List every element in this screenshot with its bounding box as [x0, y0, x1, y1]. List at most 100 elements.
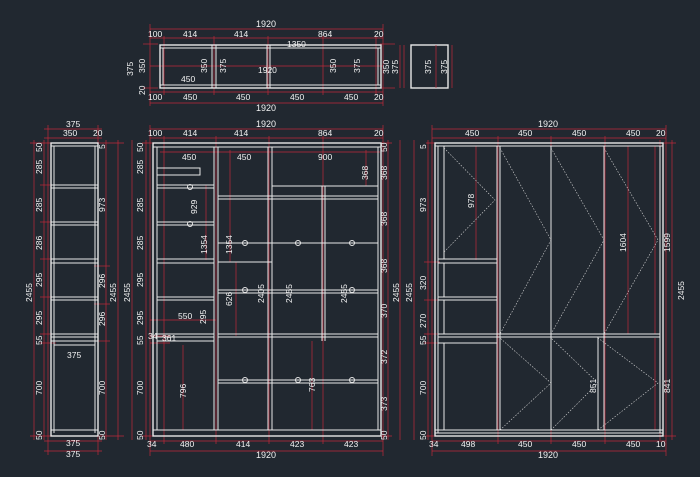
front-h763: 763 [307, 378, 317, 392]
side-l-285a: 285 [34, 160, 44, 174]
front-h929: 929 [189, 200, 199, 214]
side-l-55: 55 [34, 335, 44, 345]
side-r-973: 973 [97, 198, 107, 212]
side-top-350: 350 [63, 128, 77, 138]
side-mid-375: 375 [67, 350, 81, 360]
front-h2405: 2405 [256, 284, 266, 303]
front-l-55: 55 [135, 335, 145, 345]
top-right-375a: 375 [390, 60, 400, 74]
door-l-320: 320 [418, 276, 428, 290]
side-l-50b: 50 [34, 430, 44, 440]
front-w550: 550 [178, 311, 192, 321]
front-r-368b: 368 [379, 212, 389, 226]
front-l-285c: 285 [135, 236, 145, 250]
door-h1599: 1599 [662, 233, 672, 252]
door-total: 1920 [538, 119, 558, 129]
top-right-350: 350 [381, 60, 391, 74]
side-l-700: 700 [34, 381, 44, 395]
top-dim-100: 100 [148, 29, 162, 39]
front-b-423b: 423 [344, 439, 358, 449]
side-r-50: 50 [97, 430, 107, 440]
top-b-450d: 450 [344, 92, 358, 102]
front-l-285a: 285 [135, 160, 145, 174]
door-b-450b: 450 [572, 439, 586, 449]
door-top-450c: 450 [572, 128, 586, 138]
front-top-414b: 414 [234, 128, 248, 138]
top-inner-1920: 1920 [258, 65, 277, 75]
front-view: 1920 100 414 414 864 20 450 450 900 368 … [122, 119, 401, 460]
top-inner-450: 450 [181, 74, 195, 84]
door-top-20: 20 [656, 128, 666, 138]
front-top-100: 100 [148, 128, 162, 138]
front-h368: 368 [360, 166, 370, 180]
side-bottom-375b: 375 [66, 449, 80, 459]
front-w361: 361 [162, 333, 176, 343]
top-dim-414a: 414 [183, 29, 197, 39]
front-r-50: 50 [379, 142, 389, 152]
front-top-20: 20 [374, 128, 384, 138]
front-l-295a: 295 [135, 273, 145, 287]
top-left-375: 375 [125, 62, 135, 76]
side-l-295a: 295 [34, 273, 44, 287]
side-view: 375 350 20 50 285 285 286 295 295 55 700… [24, 119, 124, 459]
door-l-973: 973 [418, 198, 428, 212]
side-l-295b: 295 [34, 311, 44, 325]
front-l-700: 700 [135, 381, 145, 395]
top-dim-414b: 414 [234, 29, 248, 39]
top-inner-375b: 375 [352, 59, 362, 73]
front-r-368c: 368 [379, 259, 389, 273]
door-h1604: 1604 [618, 233, 628, 252]
top-inner-350b: 350 [328, 59, 338, 73]
front-r-368a: 368 [379, 166, 389, 180]
side-top-20: 20 [93, 128, 103, 138]
door-l-700: 700 [418, 381, 428, 395]
door-b-34: 34 [429, 439, 439, 449]
front-l-295b: 295 [135, 311, 145, 325]
side-r-5: 5 [97, 144, 107, 149]
front-h1354b: 1354 [224, 235, 234, 254]
front-h1354a: 1354 [199, 235, 209, 254]
door-h978: 978 [466, 194, 476, 208]
door-b-498: 498 [461, 439, 475, 449]
door-l-270: 270 [418, 314, 428, 328]
top-left-20: 20 [137, 85, 147, 95]
side-total-r: 2455 [108, 283, 118, 302]
door-l-5: 5 [418, 144, 428, 149]
front-w450b: 450 [237, 152, 251, 162]
front-h626: 626 [224, 292, 234, 306]
side-r-296b: 296 [97, 312, 107, 326]
side-l-285b: 285 [34, 198, 44, 212]
front-b-480: 480 [180, 439, 194, 449]
top-b-100: 100 [148, 92, 162, 102]
door-b-10: 10 [656, 439, 666, 449]
top-left-350: 350 [137, 59, 147, 73]
top-inner-1350: 1350 [287, 39, 306, 49]
door-h2455: 2455 [676, 281, 686, 300]
top-view: 1920 100 414 414 864 20 1350 1920 450 10… [125, 19, 453, 113]
front-total-l: 2455 [122, 283, 132, 302]
top-right-375b: 375 [423, 60, 433, 74]
front-h796: 796 [178, 384, 188, 398]
top-dim-864: 864 [318, 29, 332, 39]
front-l-50b: 50 [135, 430, 145, 440]
door-h841: 841 [662, 379, 672, 393]
top-inner-350a: 350 [199, 59, 209, 73]
door-top-450a: 450 [465, 128, 479, 138]
door-view: 1920 450 450 450 450 20 5 973 320 270 55… [404, 119, 686, 460]
door-h851: 851 [588, 379, 598, 393]
side-r-700: 700 [97, 381, 107, 395]
front-h295: 295 [198, 310, 208, 324]
front-r-370: 370 [379, 304, 389, 318]
front-b-34: 34 [147, 439, 157, 449]
front-r-373: 373 [379, 397, 389, 411]
top-inner-375a: 375 [218, 59, 228, 73]
side-total-l: 2455 [24, 283, 34, 302]
front-h2455b: 2455 [339, 284, 349, 303]
door-top-450b: 450 [518, 128, 532, 138]
front-w900: 900 [318, 152, 332, 162]
front-w450a: 450 [182, 152, 196, 162]
front-b-423a: 423 [290, 439, 304, 449]
front-r-50b: 50 [379, 430, 389, 440]
top-b-450a: 450 [183, 92, 197, 102]
